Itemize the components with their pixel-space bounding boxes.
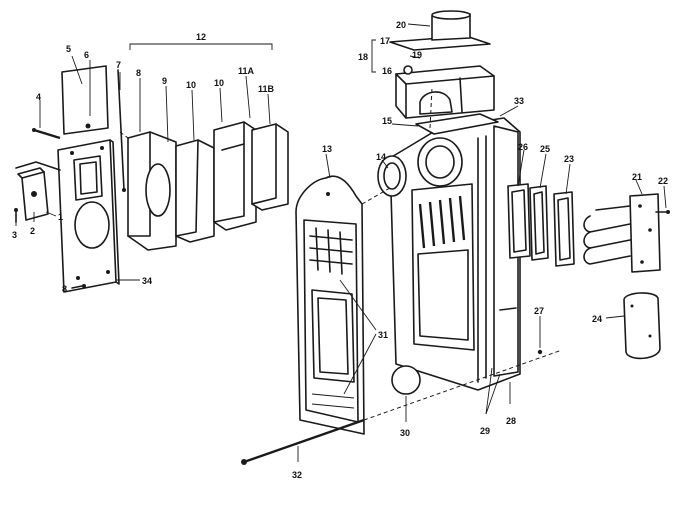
insulation-panel-part-8 bbox=[127, 131, 177, 251]
callout-5: 5 bbox=[66, 44, 71, 54]
callout-32: 32 bbox=[292, 470, 302, 480]
screw-part-22 bbox=[655, 210, 670, 214]
plug-part-30 bbox=[391, 365, 421, 395]
insulation-panel-part-9 bbox=[175, 139, 215, 243]
boiler-section-block bbox=[389, 117, 521, 391]
callout-12: 12 bbox=[196, 32, 206, 42]
callout-15: 15 bbox=[382, 116, 392, 126]
cover-plate-part-24 bbox=[623, 292, 661, 360]
callout-14: 14 bbox=[376, 152, 386, 162]
nut-part-27 bbox=[537, 349, 543, 355]
callout-18: 18 bbox=[358, 52, 368, 62]
callout-31: 31 bbox=[378, 330, 388, 340]
flue-collector-part-18 bbox=[395, 65, 495, 119]
callout-8-top: 8 bbox=[136, 68, 141, 78]
callout-23: 23 bbox=[564, 154, 574, 164]
mounting-plate-part-34 bbox=[57, 139, 120, 293]
gasket-part-15 bbox=[415, 113, 499, 135]
bolt-part-4 bbox=[32, 128, 61, 140]
callout-34: 34 bbox=[142, 276, 152, 286]
tie-rod-part-32 bbox=[241, 349, 563, 465]
callout-11b: 11B bbox=[258, 84, 275, 94]
callout-21: 21 bbox=[632, 172, 642, 182]
callout-17: 17 bbox=[380, 36, 390, 46]
insulation-panel-part-11b bbox=[251, 123, 289, 211]
heating-coil-part-21 bbox=[583, 193, 661, 273]
callout-10-left: 10 bbox=[186, 80, 196, 90]
burner-bracket-part-1 bbox=[15, 161, 61, 221]
callout-10-right: 10 bbox=[214, 78, 224, 88]
callout-16: 16 bbox=[382, 66, 392, 76]
ring-gasket-part-14 bbox=[377, 155, 407, 197]
screw-part-6-lower bbox=[71, 284, 86, 289]
gasket-part-26 bbox=[507, 183, 531, 259]
tube-fins bbox=[418, 195, 466, 249]
callout-6: 6 bbox=[84, 50, 89, 60]
callout-27: 27 bbox=[534, 306, 544, 316]
screw-part-3 bbox=[14, 208, 18, 223]
callout-4: 4 bbox=[36, 92, 41, 102]
rod-part-7 bbox=[117, 69, 126, 192]
callout-8-bottom: 8 bbox=[62, 284, 67, 294]
callout-7: 7 bbox=[116, 60, 121, 70]
callout-20: 20 bbox=[396, 20, 406, 30]
callout-2: 2 bbox=[30, 226, 35, 236]
front-plate-part-5 bbox=[61, 65, 109, 135]
gasket-part-23 bbox=[553, 191, 575, 267]
callout-24: 24 bbox=[592, 314, 602, 324]
callout-3: 3 bbox=[12, 230, 17, 240]
dashed-assembly-lines bbox=[119, 87, 433, 205]
callout-9: 9 bbox=[162, 76, 167, 86]
heat-exchanger-section-part-13 bbox=[295, 175, 365, 435]
callout-22: 22 bbox=[658, 176, 668, 186]
callout-1: 1 bbox=[58, 212, 63, 222]
flue-collar-part-20 bbox=[431, 10, 471, 41]
leader-lines bbox=[15, 23, 667, 462]
callout-13: 13 bbox=[322, 144, 332, 154]
callout-11a: 11A bbox=[238, 66, 255, 76]
bracket-18 bbox=[371, 39, 376, 73]
callout-26: 26 bbox=[518, 142, 528, 152]
insulation-panel-part-10 bbox=[213, 121, 257, 231]
gasket-part-25 bbox=[529, 185, 549, 261]
nut-part-16 bbox=[403, 65, 413, 75]
callout-29: 29 bbox=[480, 426, 490, 436]
callout-19: 19 bbox=[412, 50, 422, 60]
callout-28: 28 bbox=[506, 416, 516, 426]
callout-25: 25 bbox=[540, 144, 550, 154]
callout-33: 33 bbox=[514, 96, 524, 106]
callout-labels: 5 6 7 4 8 9 10 10 11A 11B 12 1 2 3 8 34 … bbox=[12, 20, 668, 480]
callout-30: 30 bbox=[400, 428, 410, 438]
